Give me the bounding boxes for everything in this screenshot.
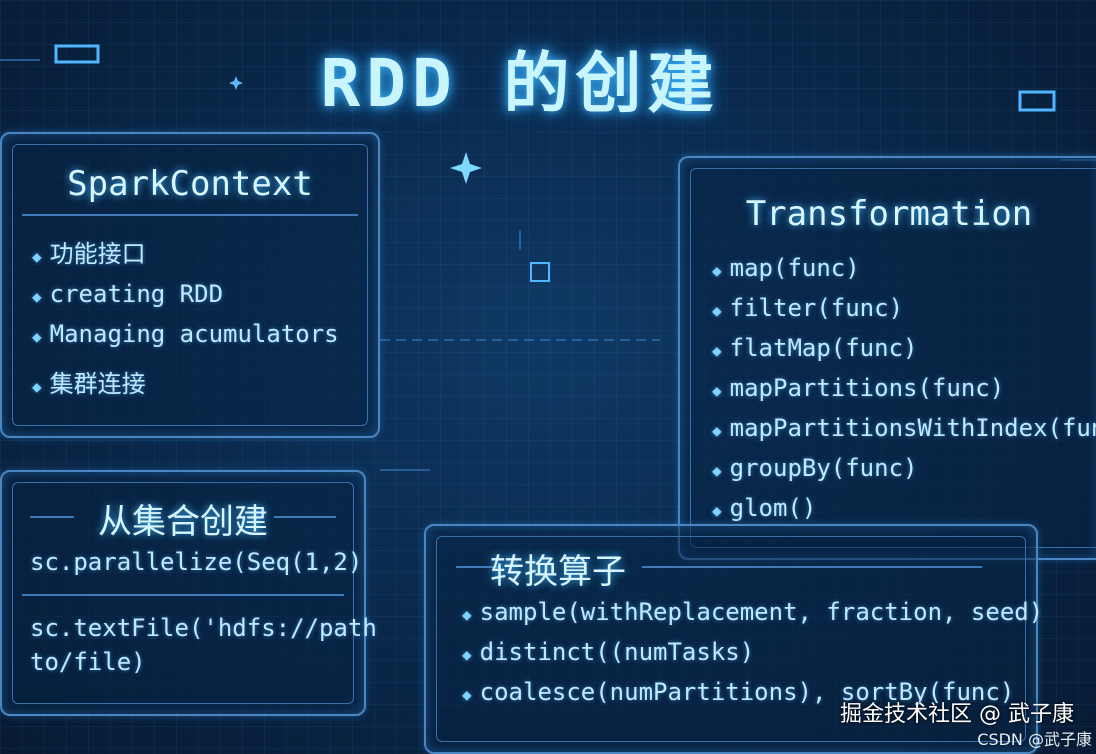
from-collection-heading: 从集合创建: [98, 502, 268, 542]
from-collection-panel: 从集合创建 sc.parallelize(Seq(1,2) sc.textFil…: [0, 470, 377, 716]
operator-item: ◆coalesce(numPartitions), sortBy(func): [462, 678, 1015, 706]
spark-context-divider: [22, 214, 358, 216]
diamond-icon: ◆: [32, 327, 42, 346]
diamond-icon: ◆: [712, 421, 722, 440]
textfile-code-line2: to/file): [30, 648, 146, 676]
spark-context-panel: SparkContext ◆功能接口 ◆creating RDD ◆Managi…: [0, 132, 380, 438]
transformation-item: ◆filter(func): [712, 294, 904, 322]
spark-context-item: ◆Managing acumulators: [32, 320, 339, 348]
diamond-icon: ◆: [712, 261, 722, 280]
diamond-icon: ◆: [32, 377, 42, 396]
spark-context-item: ◆功能接口: [32, 240, 146, 268]
operator-item: ◆distinct((numTasks): [462, 638, 755, 666]
watermark-juejin: 掘金技术社区 @ 武子康: [840, 702, 1074, 727]
transformation-item: ◆mapPartitions(func): [712, 374, 1005, 402]
diamond-icon: ◆: [712, 501, 722, 520]
operators-panel: 转换算子 ◆sample(withReplacement, fraction, …: [424, 524, 1043, 754]
diamond-icon: ◆: [712, 381, 722, 400]
spark-context-item: ◆集群连接: [32, 370, 146, 398]
spark-context-item: ◆creating RDD: [32, 280, 224, 308]
transformation-item: ◆mapPartitionsWithIndex(func: [712, 414, 1096, 442]
parallelize-code: sc.parallelize(Seq(1,2): [30, 548, 363, 576]
page-title: RDD 的创建: [320, 45, 720, 122]
transformation-item: ◆groupBy(func): [712, 454, 918, 482]
heading-rule-right: [274, 516, 336, 518]
diamond-icon: ◆: [32, 287, 42, 306]
textfile-code-line1: sc.textFile('hdfs://path: [30, 614, 377, 642]
from-collection-divider: [22, 594, 344, 596]
watermark-csdn: CSDN @武子康: [977, 730, 1092, 749]
transformation-heading: Transformation: [745, 194, 1033, 234]
transformation-item: ◆flatMap(func): [712, 334, 918, 362]
operators-inner-frame: [436, 536, 1026, 742]
spark-context-heading: SparkContext: [67, 164, 313, 204]
from-collection-inner-frame: [12, 482, 354, 704]
heading-rule-left: [456, 566, 500, 568]
diamond-icon: ◆: [462, 605, 472, 624]
diamond-icon: ◆: [462, 685, 472, 704]
transformation-item: ◆glom(): [712, 494, 817, 522]
spark-context-inner-frame: [12, 144, 368, 426]
operators-heading: 转换算子: [490, 552, 626, 592]
transformation-panel: Transformation ◆map(func) ◆filter(func) …: [678, 156, 1096, 560]
heading-rule-left: [30, 516, 74, 518]
diamond-icon: ◆: [32, 247, 42, 266]
diamond-icon: ◆: [712, 301, 722, 320]
diamond-icon: ◆: [462, 645, 472, 664]
operator-item: ◆sample(withReplacement, fraction, seed): [462, 598, 1044, 626]
transformation-item: ◆map(func): [712, 254, 860, 282]
diamond-icon: ◆: [712, 341, 722, 360]
heading-rule-right: [642, 566, 982, 568]
diamond-icon: ◆: [712, 461, 722, 480]
